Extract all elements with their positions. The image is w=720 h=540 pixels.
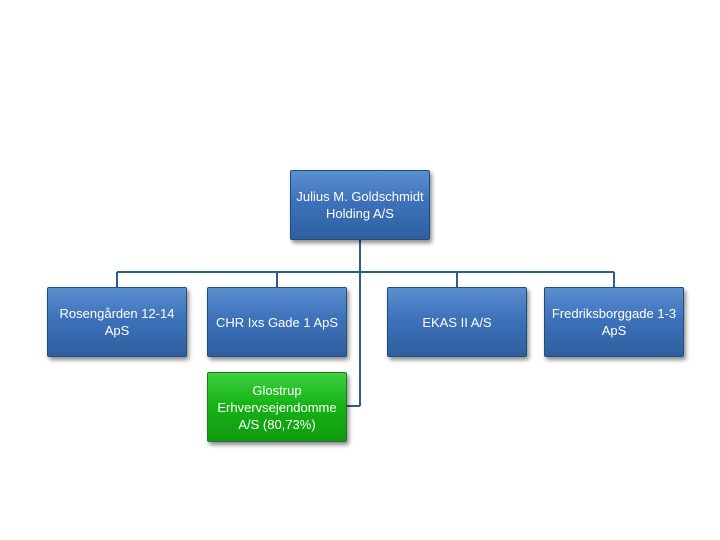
org-node-fredriksborg[interactable]: Fredriksborggade 1-3 ApS bbox=[544, 287, 684, 357]
org-node-chr[interactable]: CHR Ixs Gade 1 ApS bbox=[207, 287, 347, 357]
org-node-glostrup[interactable]: Glostrup Erhvervsejendomme A/S (80,73%) bbox=[207, 372, 347, 442]
org-node-root-label: Julius M. Goldschmidt Holding A/S bbox=[296, 189, 424, 221]
org-node-rosengarden[interactable]: Rosengården 12-14 ApS bbox=[47, 287, 187, 357]
org-node-chr-label: CHR Ixs Gade 1 ApS bbox=[215, 314, 339, 330]
org-node-ekas-label: EKAS II A/S bbox=[422, 314, 492, 330]
org-node-root[interactable]: Julius M. Goldschmidt Holding A/S bbox=[290, 170, 430, 240]
org-node-ekas[interactable]: EKAS II A/S bbox=[387, 287, 527, 357]
org-node-fredriksborg-label: Fredriksborggade 1-3 ApS bbox=[551, 306, 677, 338]
org-node-glostrup-label: Glostrup Erhvervsejendomme A/S (80,73%) bbox=[217, 382, 337, 432]
org-node-rosengarden-label: Rosengården 12-14 ApS bbox=[59, 306, 175, 338]
